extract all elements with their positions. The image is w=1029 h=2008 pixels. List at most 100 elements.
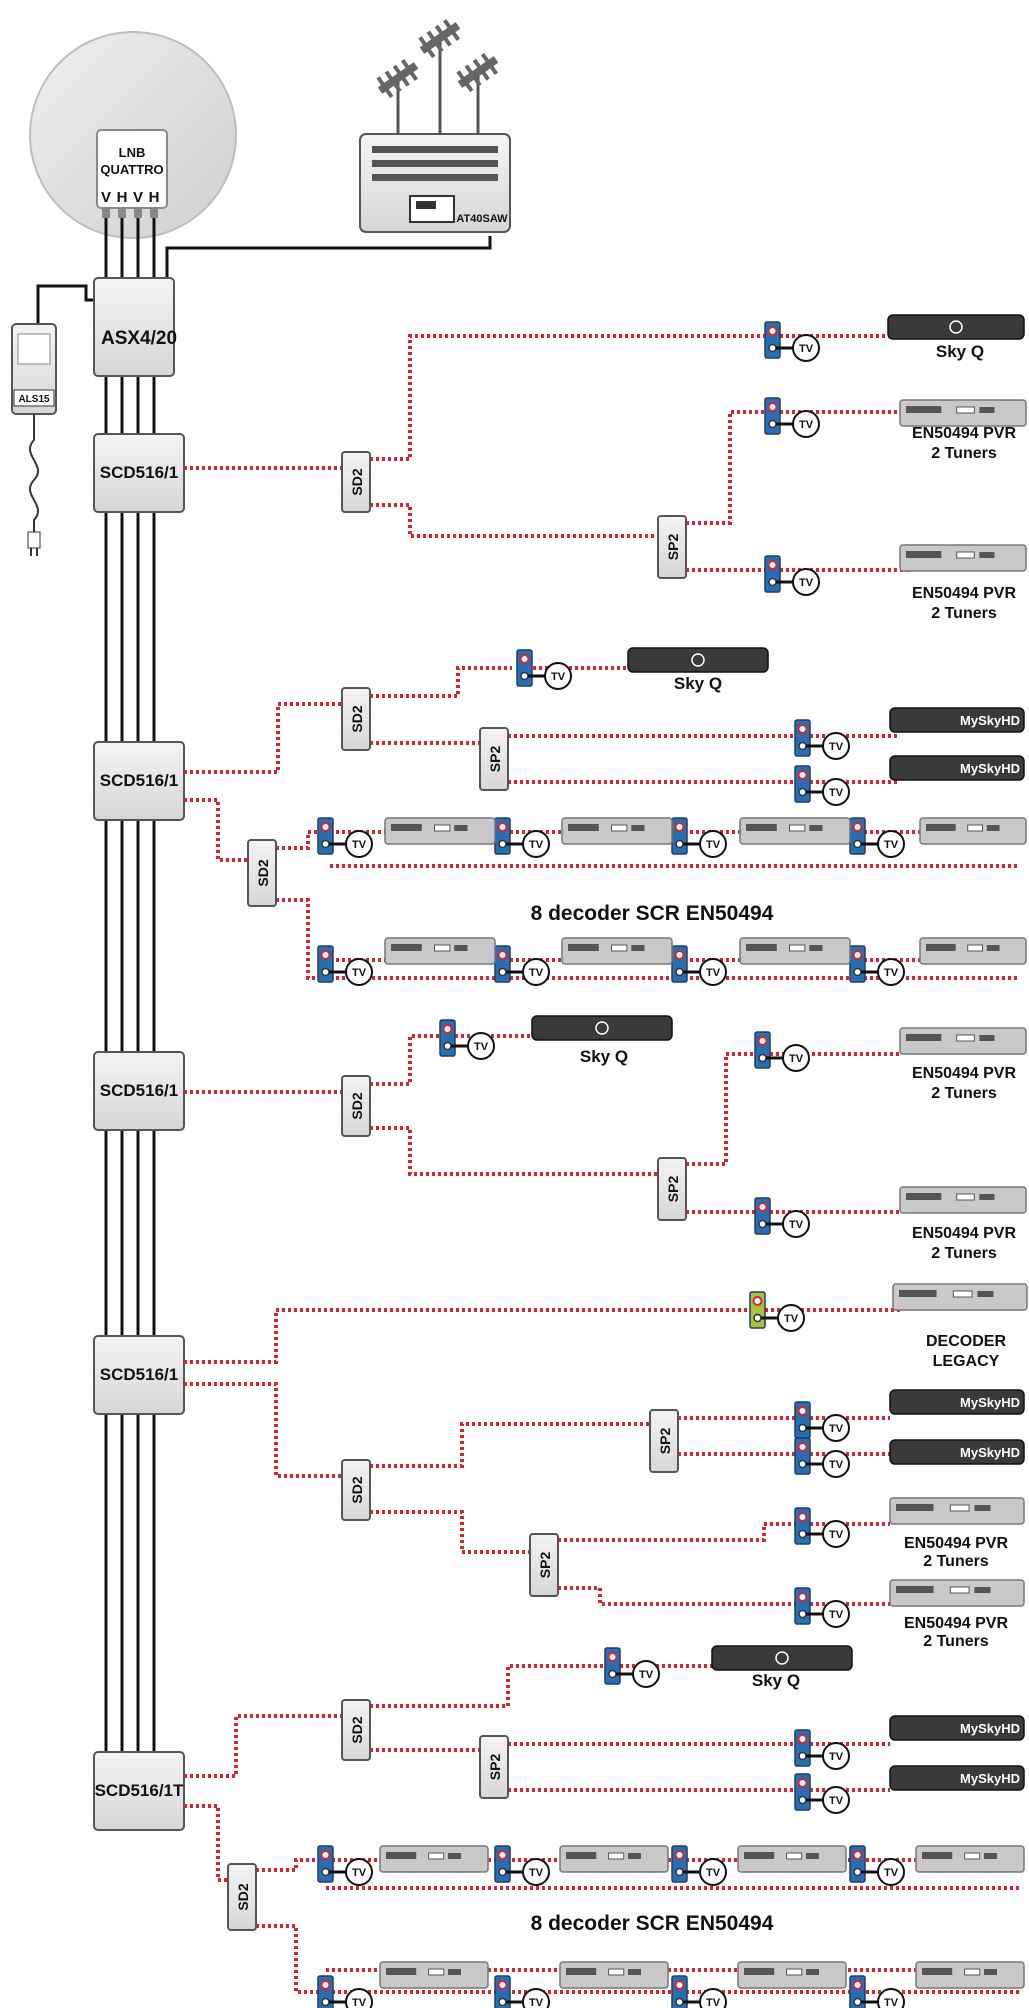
pvr-decoder xyxy=(919,817,1027,845)
sd2-label: SD2 xyxy=(349,1092,365,1119)
wall-outlet: TV xyxy=(794,765,850,806)
splitter-sp2: SP2 xyxy=(479,727,509,791)
sp2-label: SP2 xyxy=(487,746,503,773)
skyq-label: Sky Q xyxy=(752,1671,800,1690)
pvr-decoder xyxy=(561,937,673,965)
splitter-sd2: SD2 xyxy=(341,451,371,513)
splitter-sd2: SD2 xyxy=(341,1699,371,1761)
amplifier: AT40SAW xyxy=(359,133,511,233)
legacy-label-2: LEGACY xyxy=(933,1353,1000,1370)
sd2-label: SD2 xyxy=(255,859,271,886)
splitter-sd2: SD2 xyxy=(227,1863,257,1931)
pvr-decoder xyxy=(899,1027,1027,1055)
wall-outlet: TV xyxy=(849,1845,905,1886)
sd2-label: SD2 xyxy=(349,468,365,495)
myskyhd-box: MySkyHD xyxy=(889,1765,1025,1791)
tv-label: TV xyxy=(799,419,814,431)
wall-outlet: TV xyxy=(764,555,820,596)
pvr-label-2: 2 Tuners xyxy=(931,1245,997,1262)
splitter-sp2: SP2 xyxy=(657,515,687,579)
tv-label: TV xyxy=(829,1459,844,1471)
myskyhd-label: MySkyHD xyxy=(960,713,1020,728)
skyq-box xyxy=(887,314,1025,340)
lnb-pol-2: H xyxy=(117,189,128,206)
pvr-decoder xyxy=(919,937,1027,965)
wall-outlet: TV xyxy=(764,321,820,362)
tv-label: TV xyxy=(799,343,814,355)
sky-logo-icon xyxy=(775,1651,789,1665)
pvr-label-1: EN50494 PVR xyxy=(912,585,1017,602)
wall-outlet: TV xyxy=(794,1729,850,1770)
wall-outlet: TV xyxy=(516,649,572,690)
wall-outlet: TV xyxy=(671,1845,727,1886)
skyq-label: Sky Q xyxy=(580,1047,628,1066)
sd2-label: SD2 xyxy=(235,1883,251,1910)
psu-label: ALS15 xyxy=(18,394,50,405)
outlet-layer: TV TV TV TV TV TV TV TV TV TV TV TV TV TV TV TV TV TV TV TV… xyxy=(317,321,905,2008)
skyq-box xyxy=(531,1015,673,1041)
pvr-label-2: 2 Tuners xyxy=(923,1553,989,1570)
wall-outlet: TV xyxy=(671,817,727,858)
coax-cables xyxy=(184,334,1020,1994)
pvr-decoder xyxy=(384,817,496,845)
lnb-dish: LNB QUATTRO V H V H xyxy=(29,31,237,239)
device-labels: Sky Q EN50494 PVR 2 Tuners EN50494 PVR 2… xyxy=(531,342,1017,1935)
wall-outlet: TV xyxy=(754,1031,810,1072)
myskyhd-box: MySkyHD xyxy=(889,1389,1025,1415)
tv-label: TV xyxy=(474,1041,489,1053)
wall-outlet: TV xyxy=(794,1587,850,1628)
tv-label: TV xyxy=(639,1669,654,1681)
wall-outlet: TV xyxy=(317,945,373,986)
pvr-decoder xyxy=(737,1961,847,1989)
lnb-label-2: QUATTRO xyxy=(100,162,163,177)
tv-label: TV xyxy=(551,671,566,683)
myskyhd-label: MySkyHD xyxy=(960,1771,1020,1786)
pvr-decoder xyxy=(379,1845,489,1873)
tv-label: TV xyxy=(829,741,844,753)
pvr-decoder xyxy=(559,1845,669,1873)
sp2-label: SP2 xyxy=(657,1428,673,1455)
tap-1-label: SCD516/1 xyxy=(100,463,178,482)
tv-label: TV xyxy=(706,967,721,979)
pvr-decoder xyxy=(379,1961,489,1989)
lnb-cables xyxy=(104,218,492,280)
tv-label: TV xyxy=(352,1997,367,2008)
scr-caption: 8 decoder SCR EN50494 xyxy=(531,1912,774,1935)
splitter-sd2: SD2 xyxy=(247,839,277,907)
pvr-label-1: EN50494 PVR xyxy=(912,1065,1017,1082)
pvr-decoder xyxy=(899,544,1027,572)
tv-label: TV xyxy=(829,1529,844,1541)
myskyhd-label: MySkyHD xyxy=(960,1395,1020,1410)
lnb-pol-3: V xyxy=(133,189,143,206)
tap-1: SCD516/1 xyxy=(93,433,185,513)
tap-5: SCD516/1T xyxy=(93,1751,185,1831)
tv-label: TV xyxy=(529,1997,544,2008)
tv-label: TV xyxy=(789,1219,804,1231)
tv-label: TV xyxy=(352,839,367,851)
pvr-decoder xyxy=(737,1845,847,1873)
tv-label: TV xyxy=(829,787,844,799)
sd2-label: SD2 xyxy=(349,1476,365,1503)
pvr-label-2: 2 Tuners xyxy=(923,1633,989,1650)
wall-outlet: TV xyxy=(494,1845,550,1886)
splitter-sd2: SD2 xyxy=(341,687,371,751)
wall-outlet: TV xyxy=(494,1975,550,2008)
tv-label: TV xyxy=(706,1997,721,2008)
splitter-sp2: SP2 xyxy=(529,1533,559,1597)
tv-label: TV xyxy=(352,1867,367,1879)
wall-outlet: TV xyxy=(671,945,727,986)
wall-outlet: TV xyxy=(794,1507,850,1548)
tap-4: SCD516/1 xyxy=(93,1335,185,1415)
tv-label: TV xyxy=(529,1867,544,1879)
pvr-label-1: EN50494 PVR xyxy=(912,425,1017,442)
skyq-label: Sky Q xyxy=(674,674,722,693)
terrestrial-antennas xyxy=(396,40,480,134)
tv-label: TV xyxy=(884,1997,899,2008)
switch-label: ASX4/20 xyxy=(101,328,177,349)
myskyhd-label: MySkyHD xyxy=(960,761,1020,776)
tv-label: TV xyxy=(799,577,814,589)
sky-logo-icon xyxy=(595,1021,609,1035)
sp2-label: SP2 xyxy=(537,1552,553,1579)
lnb-label-1: LNB xyxy=(119,145,146,160)
